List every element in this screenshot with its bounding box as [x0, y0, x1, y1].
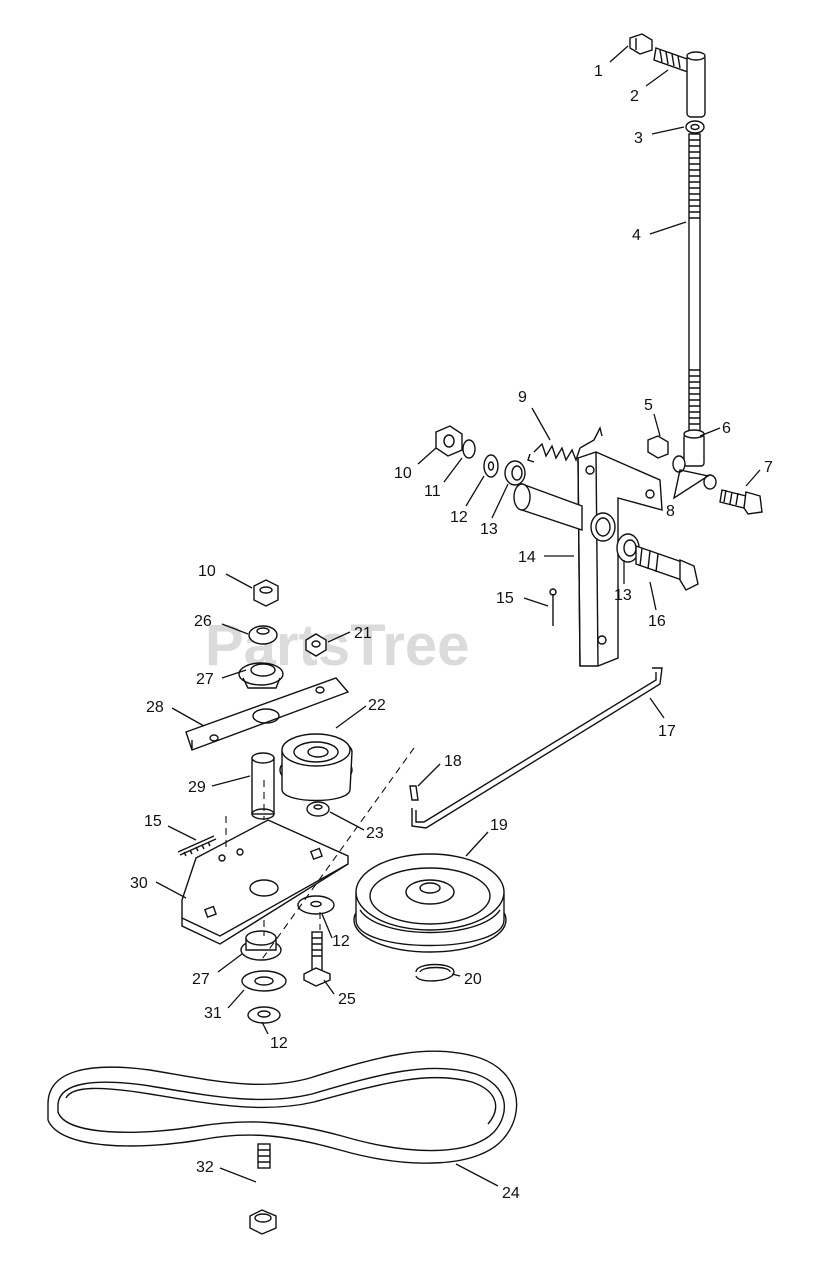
callout-8: 8 [666, 503, 675, 520]
callout-labels: 1 2 3 4 5 6 7 8 9 10 11 12 13 14 15 13 1… [130, 63, 773, 1202]
part-27-flange-bushing-lower[interactable] [240, 930, 282, 961]
callout-28: 28 [146, 699, 164, 716]
part-18-hairpin-clip[interactable] [409, 785, 419, 801]
part-2-handle-knob[interactable] [653, 47, 706, 118]
part-32-screw[interactable] [249, 1143, 277, 1235]
leader-lines [155, 45, 761, 1187]
part-11-lock-washer[interactable] [462, 439, 476, 459]
callout-12-middle: 12 [332, 933, 350, 950]
part-9-spring[interactable] [527, 425, 603, 463]
part-6-trunnion[interactable] [672, 429, 717, 500]
part-10-nut-lower[interactable] [253, 579, 279, 607]
part-1-cap-nut[interactable] [629, 33, 653, 55]
part-13-bushing-lower[interactable] [616, 533, 640, 563]
callout-23: 23 [366, 825, 384, 842]
part-12-flat-washer-upper[interactable] [483, 454, 499, 478]
callout-4: 4 [632, 227, 641, 244]
callout-1: 1 [594, 63, 603, 80]
callout-17: 17 [658, 723, 676, 740]
callout-22: 22 [368, 697, 386, 714]
callout-10-lower: 10 [198, 563, 216, 580]
part-16-shoulder-bolt[interactable] [635, 545, 699, 591]
part-15-cotter-pin-lower[interactable] [177, 835, 217, 857]
part-12-flat-washer-middle[interactable] [297, 895, 335, 915]
callout-2: 2 [630, 88, 639, 105]
part-22-idler-pulley[interactable] [279, 733, 353, 802]
part-8-spacer-tube[interactable] [513, 482, 583, 531]
part-17-link-rod[interactable] [411, 667, 663, 829]
callout-16: 16 [648, 613, 666, 630]
part-21-lock-nut[interactable] [305, 633, 327, 657]
callout-10-upper: 10 [394, 465, 412, 482]
callout-15-upper: 15 [496, 590, 514, 607]
callout-14: 14 [518, 549, 536, 566]
callout-26: 26 [194, 613, 212, 630]
assembly-line-diagonal [259, 747, 415, 963]
part-29-pulley-shaft[interactable] [251, 752, 275, 820]
part-7-bolt[interactable] [719, 489, 763, 515]
part-12-flat-washer-lower[interactable] [247, 1006, 281, 1024]
part-5-nut[interactable] [647, 435, 669, 459]
callout-7: 7 [764, 459, 773, 476]
part-24-drive-belt[interactable] [47, 1050, 518, 1164]
part-19-pulley[interactable] [353, 853, 507, 953]
part-15-cotter-pin-upper[interactable] [549, 588, 557, 626]
part-20-retaining-ring[interactable] [415, 963, 455, 982]
callout-12-lower: 12 [270, 1035, 288, 1052]
part-28-plate[interactable] [185, 677, 350, 751]
part-27-flange-bushing-upper[interactable] [238, 662, 284, 689]
callout-30: 30 [130, 875, 148, 892]
part-13-bushing-upper[interactable] [504, 460, 526, 486]
callout-21: 21 [354, 625, 372, 642]
part-3-jam-nut[interactable] [685, 120, 705, 134]
part-4-threaded-rod[interactable] [688, 133, 701, 435]
callout-31: 31 [204, 1005, 222, 1022]
callout-13-upper: 13 [480, 521, 498, 538]
callout-24: 24 [502, 1185, 520, 1202]
callout-13-lower: 13 [614, 587, 632, 604]
callout-25: 25 [338, 991, 356, 1008]
callout-27-upper: 27 [196, 671, 214, 688]
callout-12-upper: 12 [450, 509, 468, 526]
part-30-idler-arm-plate[interactable] [181, 819, 349, 945]
callout-20: 20 [464, 971, 482, 988]
callout-3: 3 [634, 130, 643, 147]
part-23-washer[interactable] [306, 801, 330, 817]
callout-5: 5 [644, 397, 653, 414]
callout-32: 32 [196, 1159, 214, 1176]
part-26-spacer[interactable] [248, 625, 278, 645]
callout-18: 18 [444, 753, 462, 770]
callout-6: 6 [722, 420, 731, 437]
callout-19: 19 [490, 817, 508, 834]
part-14-bracket[interactable] [577, 451, 663, 667]
callout-9: 9 [518, 389, 527, 406]
part-31-washer[interactable] [241, 970, 287, 992]
callout-15-lower: 15 [144, 813, 162, 830]
callout-29: 29 [188, 779, 206, 796]
part-25-bolt[interactable] [303, 931, 331, 987]
callout-11: 11 [424, 483, 441, 500]
part-10-nut-upper[interactable] [435, 425, 463, 457]
callout-27-lower: 27 [192, 971, 210, 988]
